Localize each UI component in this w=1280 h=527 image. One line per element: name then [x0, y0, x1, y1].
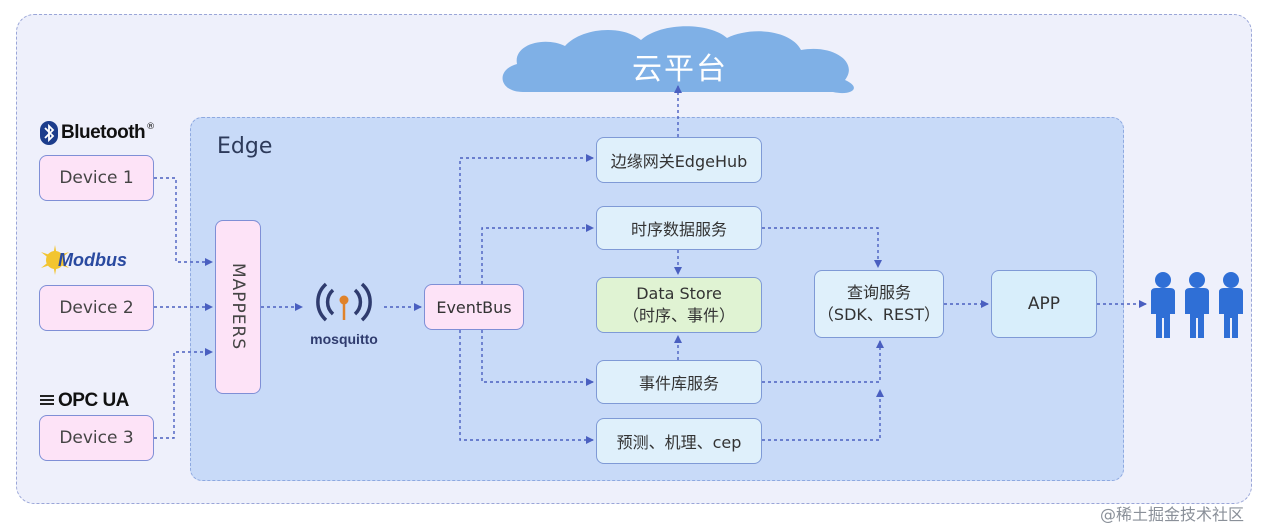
- opcua-bars-icon: [40, 395, 54, 405]
- device-1-box[interactable]: Device 1: [39, 155, 154, 201]
- arrow-eventlib-query: [762, 340, 884, 383]
- arrow-device1-mappers: [154, 177, 213, 266]
- modbus-star-icon: [41, 245, 69, 275]
- query-service-title: 查询服务: [846, 283, 911, 302]
- bluetooth-registered-mark: ®: [146, 122, 156, 132]
- eventbus-box[interactable]: EventBus: [424, 284, 524, 330]
- device-2-box[interactable]: Device 2: [39, 285, 154, 331]
- edge-title: Edge: [217, 134, 273, 159]
- arrow-eventbus-edgehub: [459, 154, 594, 284]
- arrow-device3-mappers: [154, 348, 213, 439]
- watermark: @稀土掘金技术社区: [1100, 505, 1245, 524]
- app-box[interactable]: APP: [991, 270, 1097, 338]
- arrow-eventbus-eventlib: [481, 330, 594, 386]
- event-library-service-box[interactable]: 事件库服务: [596, 360, 762, 404]
- bluetooth-label: Bluetooth: [61, 122, 146, 143]
- opcua-label: OPC UA: [58, 390, 129, 411]
- modbus-label: Modbus: [58, 249, 127, 270]
- bluetooth-logo: Bluetooth ®: [40, 120, 155, 146]
- device-3-box[interactable]: Device 3: [39, 415, 154, 461]
- cloud-platform-label: 云平台: [632, 52, 728, 87]
- query-service-subtitle: （SDK、REST）: [817, 305, 941, 324]
- opcua-logo: OPC UA: [40, 390, 129, 411]
- data-store-box[interactable]: Data Store （时序、事件）: [596, 277, 762, 333]
- mosquitto-icon: [316, 282, 372, 322]
- timeseries-service-box[interactable]: 时序数据服务: [596, 206, 762, 250]
- data-store-title: Data Store: [636, 284, 722, 303]
- cloud-shape: [502, 26, 854, 94]
- users-icon: [1151, 272, 1243, 338]
- edgehub-box[interactable]: 边缘网关EdgeHub: [596, 137, 762, 183]
- arrow-eventbus-predict: [459, 330, 594, 444]
- data-store-subtitle: （时序、事件）: [622, 306, 735, 325]
- query-service-box[interactable]: 查询服务 （SDK、REST）: [814, 270, 944, 338]
- mappers-box[interactable]: MAPPERS: [215, 220, 261, 394]
- arrow-timeseries-query: [762, 227, 882, 268]
- modbus-logo: Modbus: [38, 244, 127, 276]
- arrow-predict-query: [762, 389, 884, 441]
- prediction-service-box[interactable]: 预测、机理、cep: [596, 418, 762, 464]
- arrow-eventbus-timeseries: [481, 224, 594, 284]
- bluetooth-icon: [40, 121, 58, 145]
- mosquitto-label: mosquitto: [310, 331, 378, 347]
